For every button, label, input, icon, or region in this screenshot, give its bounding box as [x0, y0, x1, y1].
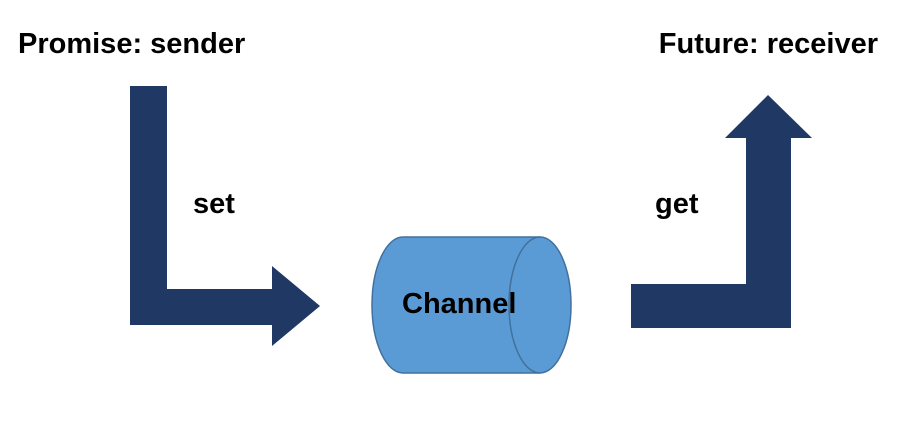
channel-label: Channel — [402, 288, 517, 320]
channel-cylinder — [371, 236, 572, 374]
receiver-label: Future: receiver — [658, 28, 878, 60]
get-arrow — [631, 95, 812, 328]
channel-end-edge — [508, 236, 541, 374]
get-label: get — [655, 188, 699, 220]
set-arrow — [130, 86, 320, 346]
set-label: set — [193, 188, 235, 220]
sender-label: Promise: sender — [18, 28, 246, 60]
